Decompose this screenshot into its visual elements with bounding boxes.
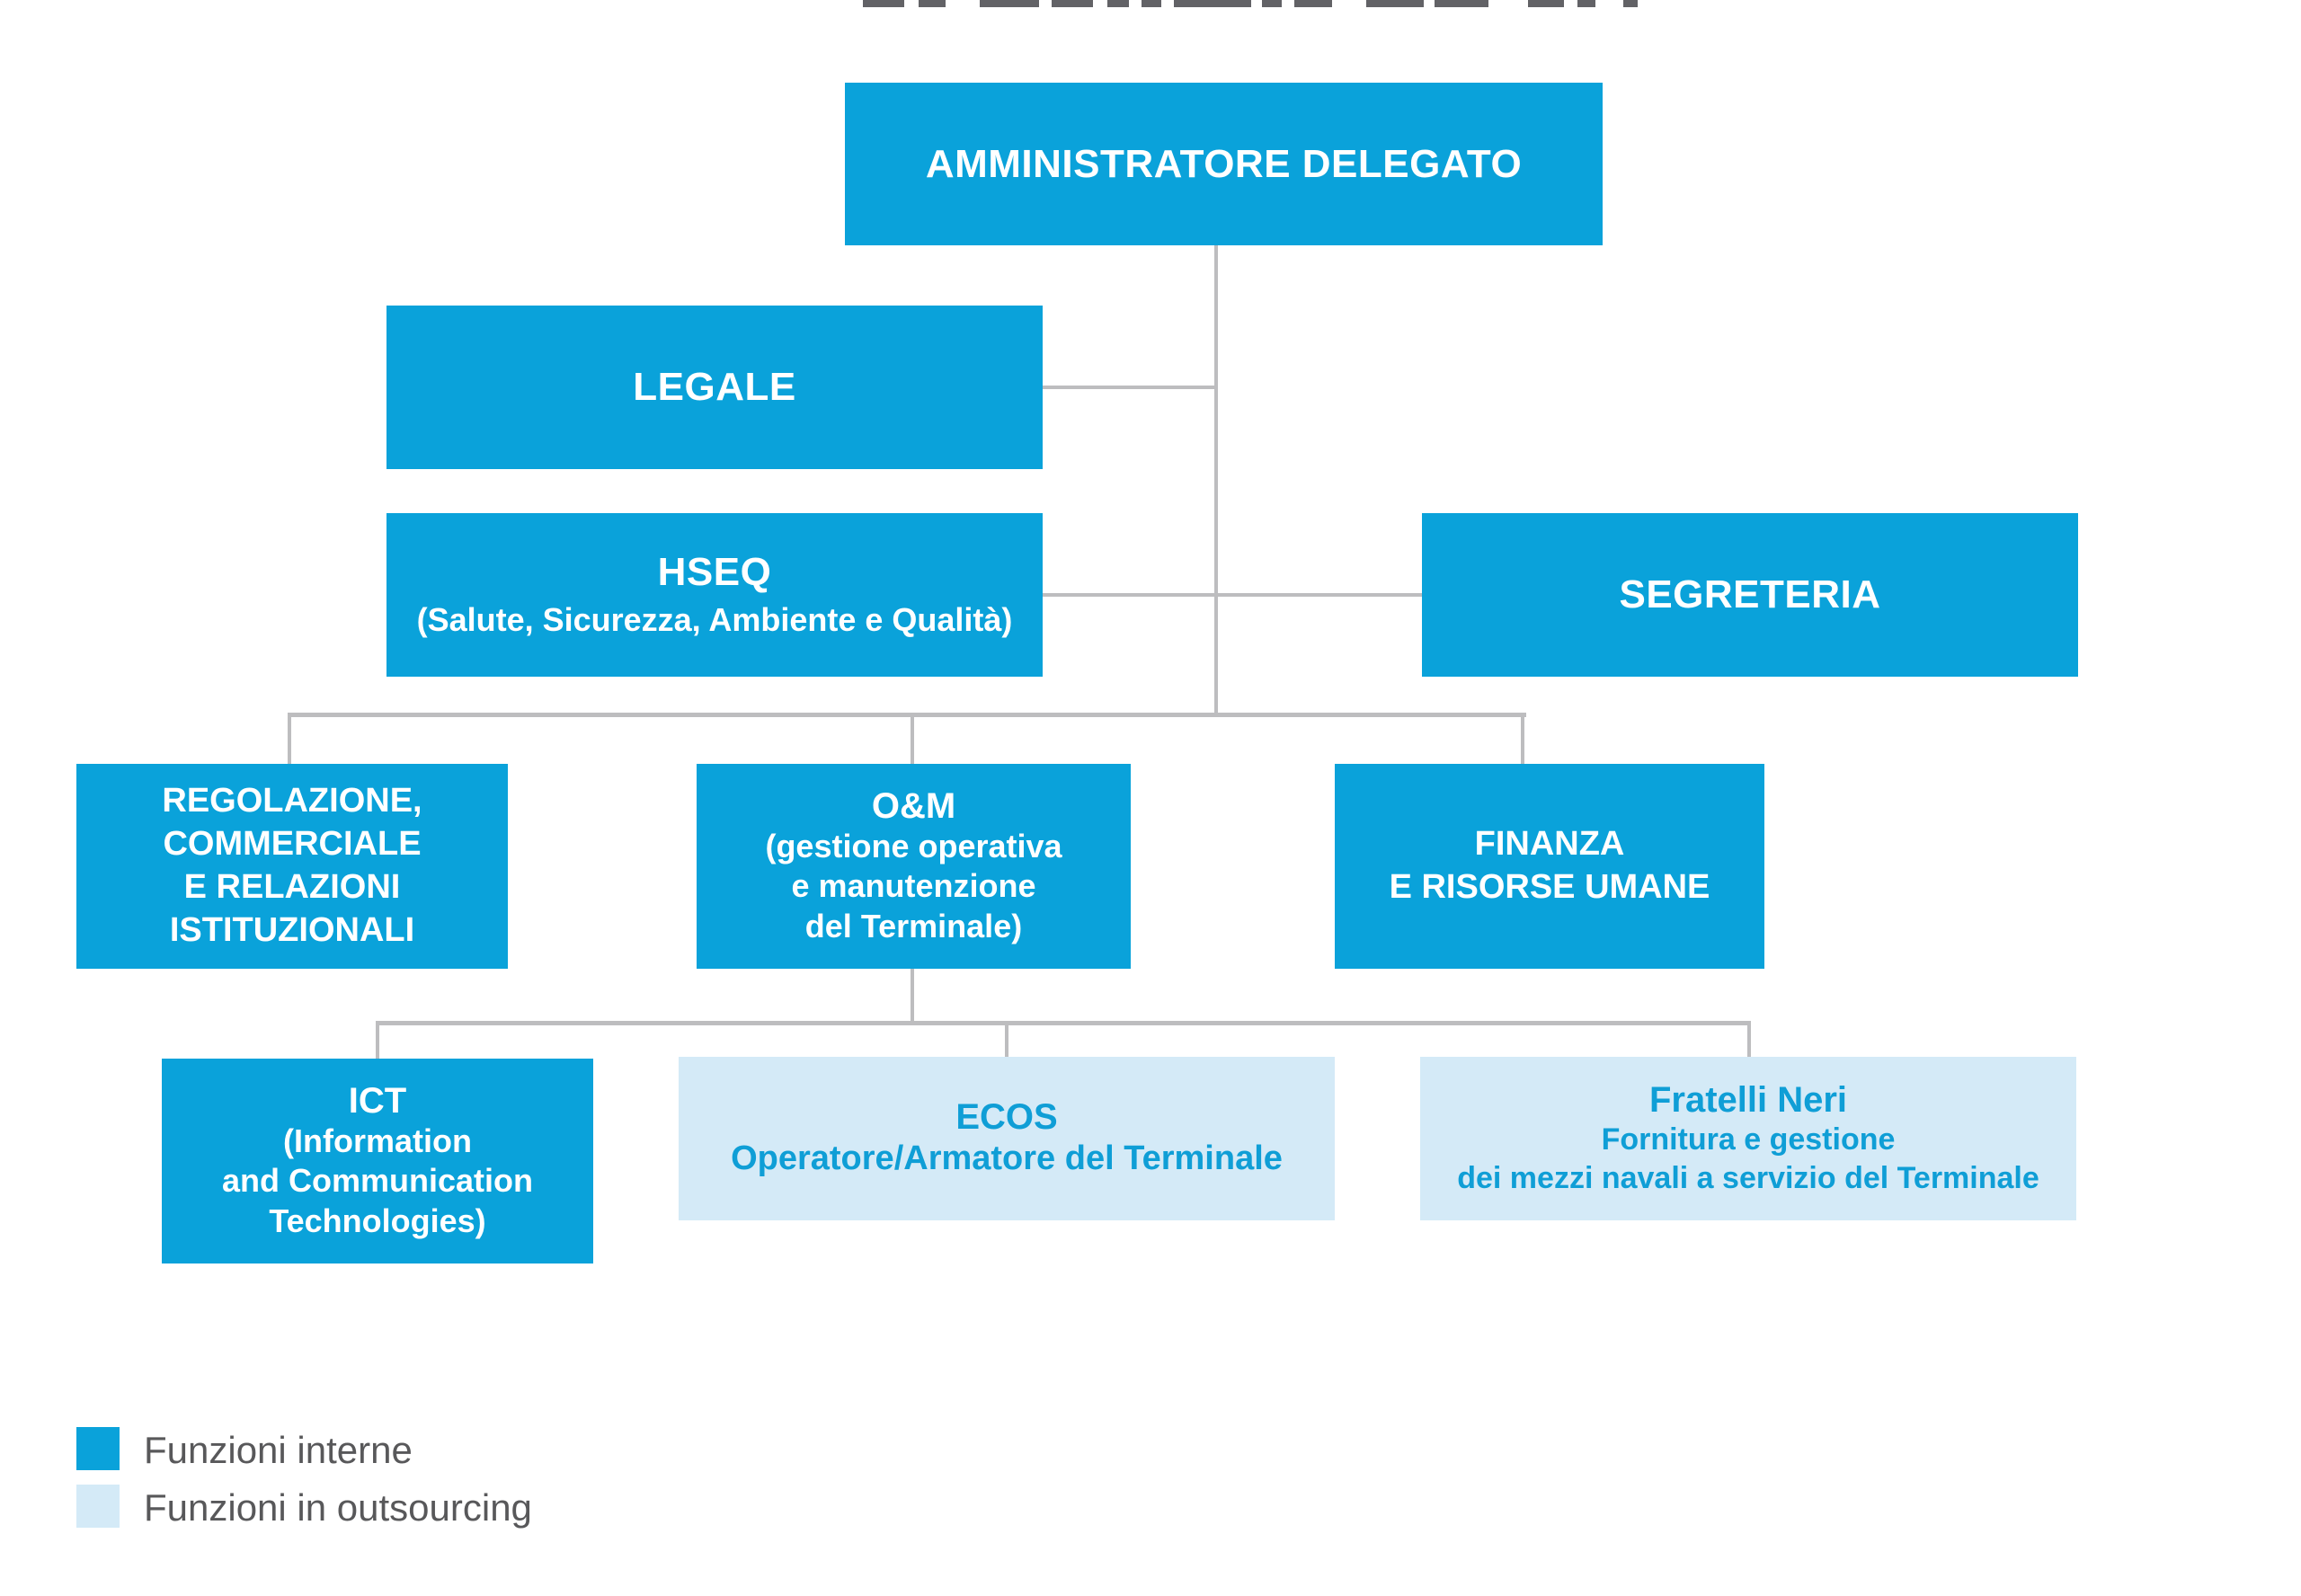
connector-level3-bar: [376, 1021, 1751, 1025]
node-line: FINANZA: [1474, 825, 1625, 864]
node-line: (gestione operativa: [765, 827, 1062, 864]
node-regolazione-commerciale: REGOLAZIONE, COMMERCIALE E RELAZIONI IST…: [76, 764, 508, 969]
node-line: Technologies): [269, 1201, 486, 1239]
connector-drop-ict: [376, 1021, 379, 1059]
node-line: dei mezzi navali a servizio del Terminal…: [1457, 1160, 2039, 1195]
node-om: O&M (gestione operativa e manutenzione d…: [697, 764, 1131, 969]
node-title: ICT: [348, 1080, 407, 1121]
node-hseq: HSEQ (Salute, Sicurezza, Ambiente e Qual…: [386, 513, 1043, 677]
connector-legale-horizontal: [1043, 386, 1216, 389]
node-line: COMMERCIALE: [163, 825, 422, 864]
node-legale: LEGALE: [386, 306, 1043, 469]
connector-level2-bar: [288, 713, 1526, 717]
node-line: e manutenzione: [791, 867, 1036, 905]
node-line: REGOLAZIONE,: [162, 782, 422, 820]
connector-drop-om: [911, 713, 914, 764]
node-title: LEGALE: [633, 365, 796, 409]
connector-drop-ecos: [1005, 1021, 1008, 1057]
connector-trunk-vertical: [1214, 244, 1218, 716]
connector-drop-regolazione: [288, 713, 291, 764]
node-line: and Communication: [221, 1162, 533, 1200]
connector-drop-fratelli-neri: [1747, 1021, 1751, 1057]
node-line: E RELAZIONI: [183, 868, 401, 906]
node-title: ECOS: [955, 1096, 1058, 1137]
connector-hseq-segreteria-horizontal: [1043, 593, 1422, 597]
connector-drop-finanza: [1521, 713, 1524, 764]
node-line: (Information: [283, 1122, 472, 1159]
node-finanza-risorse-umane: FINANZA E RISORSE UMANE: [1335, 764, 1764, 969]
node-fratelli-neri: Fratelli Neri Fornitura e gestione dei m…: [1420, 1057, 2076, 1220]
node-line: del Terminale): [804, 907, 1023, 944]
node-line: ISTITUZIONALI: [169, 910, 415, 949]
legend-swatch-funzioni-outsourcing: [76, 1485, 120, 1528]
node-title: HSEQ: [657, 549, 772, 594]
node-ecos: ECOS Operatore/Armatore del Terminale: [679, 1057, 1335, 1220]
connector-om-down: [911, 969, 914, 1024]
legend-label-funzioni-outsourcing: Funzioni in outsourcing: [144, 1486, 532, 1529]
node-title: O&M: [871, 785, 956, 826]
node-line: Operatore/Armatore del Terminale: [731, 1139, 1283, 1177]
node-subtitle: (Salute, Sicurezza, Ambiente e Qualità): [416, 600, 1013, 638]
node-ict: ICT (Information and Communication Techn…: [162, 1059, 593, 1264]
legend-label-funzioni-interne: Funzioni interne: [144, 1429, 413, 1471]
node-line: Fornitura e gestione: [1601, 1122, 1896, 1157]
legend-swatch-funzioni-interne: [76, 1427, 120, 1470]
node-line: E RISORSE UMANE: [1389, 868, 1710, 906]
node-title: Fratelli Neri: [1648, 1079, 1848, 1120]
node-segreteria: SEGRETERIA: [1422, 513, 2078, 677]
node-title: AMMINISTRATORE DELEGATO: [925, 141, 1523, 186]
node-title: SEGRETERIA: [1619, 572, 1881, 616]
node-amministratore-delegato: AMMINISTRATORE DELEGATO: [845, 83, 1603, 245]
